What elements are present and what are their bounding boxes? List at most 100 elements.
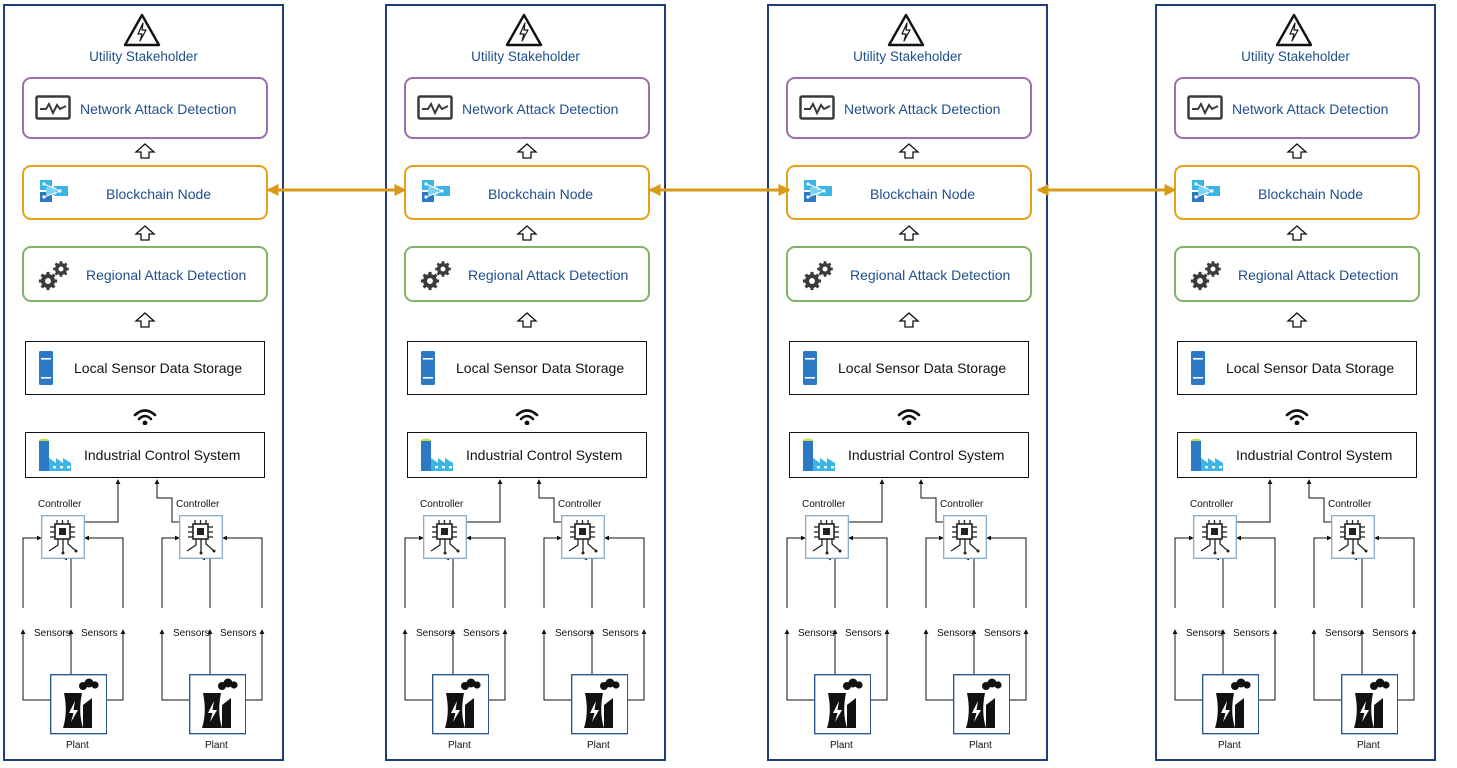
- plant-label: Plant: [205, 740, 228, 751]
- regional-attack-detection-label: Regional Attack Detection: [1238, 267, 1399, 283]
- sensor-icon: [399, 608, 411, 628]
- stakeholder-title: Utility Stakeholder: [89, 49, 198, 64]
- blockchain-node-box: Blockchain Node: [1174, 165, 1420, 220]
- plant-label: Plant: [448, 740, 471, 751]
- sensors-label: Sensors: [81, 628, 118, 639]
- server-icon: [421, 351, 435, 385]
- blockchain-node-box: Blockchain Node: [22, 165, 268, 220]
- controller-label: Controller: [558, 499, 602, 510]
- sensors-label: Sensors: [937, 628, 974, 639]
- sensor-icon: [968, 608, 980, 628]
- monitor-chart-icon: [417, 95, 453, 120]
- power-plant-icon: [571, 674, 628, 735]
- sensors-label: Sensors: [1233, 628, 1270, 639]
- sensor-icon: [1408, 608, 1420, 628]
- sensor-icon: [538, 608, 550, 628]
- blockchain-node-box: Blockchain Node: [786, 165, 1032, 220]
- sensor-icon: [156, 608, 168, 628]
- local-sensor-data-storage-box: Local Sensor Data Storage: [789, 341, 1029, 395]
- monitor-chart-icon: [799, 95, 835, 120]
- high-voltage-icon: [505, 13, 543, 47]
- controller-label: Controller: [38, 499, 82, 510]
- industrial-control-system-box: Industrial Control System: [25, 432, 265, 478]
- regional-attack-detection-box: Regional Attack Detection: [1174, 246, 1420, 302]
- monitor-chart-icon: [35, 95, 71, 120]
- local-sensor-data-storage-box: Local Sensor Data Storage: [25, 341, 265, 395]
- connector-lines: [1172, 143, 1417, 701]
- controller-label: Controller: [1328, 499, 1372, 510]
- network-attack-detection-box: Network Attack Detection: [1174, 77, 1420, 139]
- regional-attack-detection-box: Regional Attack Detection: [404, 246, 650, 302]
- local-sensor-data-storage-label: Local Sensor Data Storage: [74, 360, 243, 376]
- industrial-control-system-label: Industrial Control System: [1236, 447, 1393, 463]
- power-plant-icon: [432, 674, 489, 735]
- power-plant-icon: [953, 674, 1010, 735]
- industrial-control-system-label: Industrial Control System: [848, 447, 1005, 463]
- factory-icon: [39, 438, 71, 471]
- plant-label: Plant: [1357, 740, 1380, 751]
- wifi-icon: [133, 409, 157, 425]
- sensors-label: Sensors: [798, 628, 835, 639]
- connector-lines: [784, 143, 1029, 701]
- plant-label: Plant: [969, 740, 992, 751]
- controller-chip-icon: [423, 515, 467, 559]
- plant-label: Plant: [587, 740, 610, 751]
- local-sensor-data-storage-label: Local Sensor Data Storage: [838, 360, 1007, 376]
- server-icon: [39, 351, 53, 385]
- server-icon: [803, 351, 817, 385]
- sensor-icon: [1269, 608, 1281, 628]
- controller-label: Controller: [1190, 499, 1234, 510]
- sensor-icon: [1020, 608, 1032, 628]
- network-attack-detection-box: Network Attack Detection: [22, 77, 268, 139]
- controller-chip-icon: [943, 515, 987, 559]
- sensors-label: Sensors: [1325, 628, 1362, 639]
- sensor-icon: [920, 608, 932, 628]
- blockchain-icon: [1192, 180, 1220, 202]
- controller-chip-icon: [179, 515, 223, 559]
- regional-attack-detection-label: Regional Attack Detection: [850, 267, 1011, 283]
- regional-attack-detection-label: Regional Attack Detection: [86, 267, 247, 283]
- blockchain-node-label: Blockchain Node: [488, 186, 594, 202]
- controller-label: Controller: [940, 499, 984, 510]
- high-voltage-icon: [1275, 13, 1313, 47]
- sensor-icon: [499, 608, 511, 628]
- controller-chip-icon: [41, 515, 85, 559]
- wifi-icon: [897, 409, 921, 425]
- power-plant-icon: [814, 674, 871, 735]
- wifi-icon: [1285, 409, 1309, 425]
- local-sensor-data-storage-box: Local Sensor Data Storage: [1177, 341, 1417, 395]
- sensor-icon: [17, 608, 29, 628]
- sensor-icon: [586, 608, 598, 628]
- blockchain-icon: [40, 180, 68, 202]
- regional-attack-detection-box: Regional Attack Detection: [786, 246, 1032, 302]
- sensor-icon: [1308, 608, 1320, 628]
- regional-attack-detection-label: Regional Attack Detection: [468, 267, 629, 283]
- network-attack-detection-label: Network Attack Detection: [462, 101, 619, 117]
- industrial-control-system-box: Industrial Control System: [407, 432, 647, 478]
- high-voltage-icon: [123, 13, 161, 47]
- controller-label: Controller: [420, 499, 464, 510]
- sensors-label: Sensors: [555, 628, 592, 639]
- stakeholder-title: Utility Stakeholder: [471, 49, 580, 64]
- stakeholder-title: Utility Stakeholder: [853, 49, 962, 64]
- sensor-icon: [1356, 608, 1368, 628]
- sensor-icon: [117, 608, 129, 628]
- sensor-icon: [1217, 608, 1229, 628]
- power-plant-icon: [1202, 674, 1259, 735]
- blockchain-node-label: Blockchain Node: [1258, 186, 1364, 202]
- local-sensor-data-storage-box: Local Sensor Data Storage: [407, 341, 647, 395]
- controller-label: Controller: [802, 499, 846, 510]
- gears-icon: [38, 261, 69, 291]
- wifi-icon: [515, 409, 539, 425]
- plant-label: Plant: [830, 740, 853, 751]
- controller-chip-icon: [561, 515, 605, 559]
- monitor-chart-icon: [1187, 95, 1223, 120]
- sensors-label: Sensors: [984, 628, 1021, 639]
- sensor-icon: [256, 608, 268, 628]
- blockchain-node-label: Blockchain Node: [870, 186, 976, 202]
- blockchain-node-box: Blockchain Node: [404, 165, 650, 220]
- sensors-label: Sensors: [463, 628, 500, 639]
- blockchain-icon: [422, 180, 450, 202]
